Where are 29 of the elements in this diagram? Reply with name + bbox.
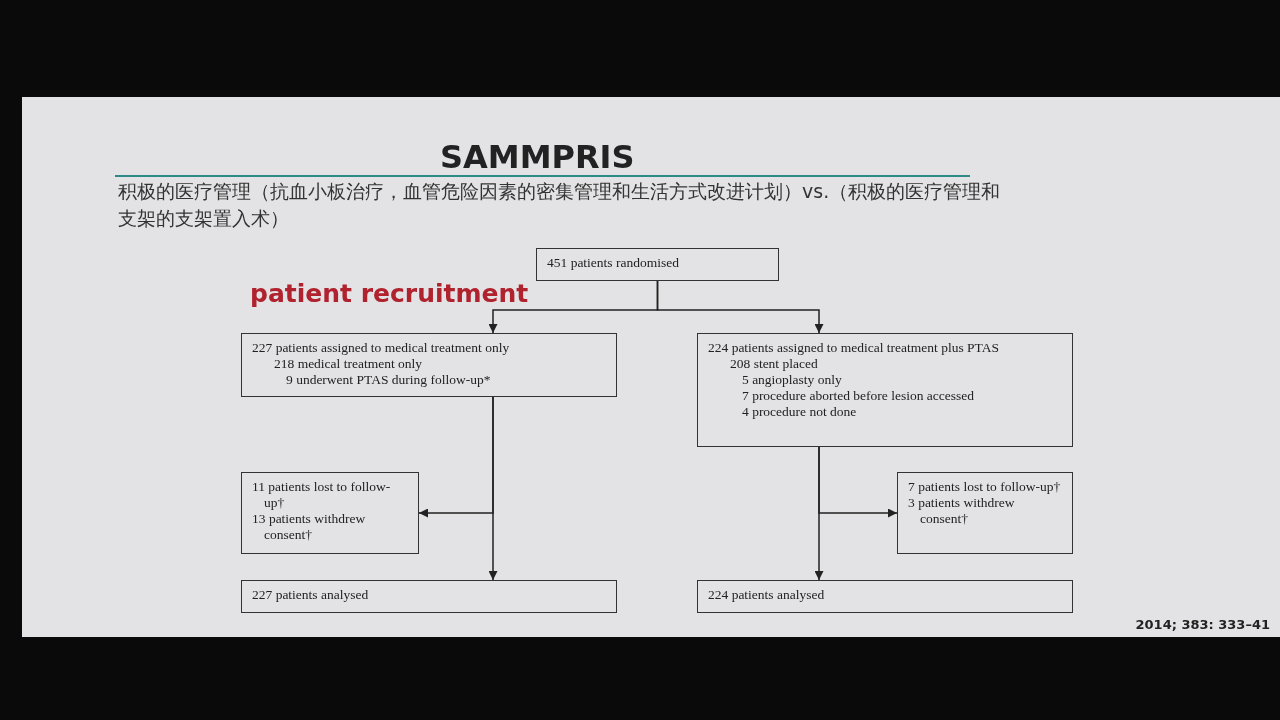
box-heading: 227 patients assigned to medical treatment only [252,340,511,356]
flow-box [241,472,419,554]
arrow [814,446,824,581]
box-line: 3 patients withdrew consent† [908,495,1016,527]
flow-box [697,333,1073,447]
slide-title: SAMMPRIS [440,138,635,176]
box-line: 218 medical treatment only [273,356,424,372]
box-line: 13 patients withdrew consent† [252,511,367,543]
arrow [656,280,824,334]
box-line: 5 angioplasty only [741,372,843,388]
box-heading: 224 patients analysed [708,587,826,603]
box-heading: 7 patients lost to follow-up† [908,479,1062,495]
box-line: 9 underwent PTAS during follow-up* [285,372,492,388]
flow-box [697,580,1073,613]
box-line: 208 stent placed [729,356,819,372]
citation-text: 2014; 383: 333–41 [1135,617,1270,632]
box-heading: 227 patients analysed [252,587,370,603]
box-heading: 224 patients assigned to medical treatment plus PTAS [708,340,1000,356]
box-heading: 451 patients randomised [547,255,680,271]
box-heading: 11 patients lost to follow-up† [252,479,392,511]
box-line: 4 procedure not done [741,404,858,420]
flow-box [241,333,617,397]
arrow [488,396,498,581]
subtitle-text: 积极的医疗管理（抗血小板治疗，血管危险因素的密集管理和生活方式改进计划）vs.（积极的医疗管理和支架的支架置入术） [118,179,1002,231]
flow-box [897,472,1073,554]
section-heading: patient recruitment [250,279,529,308]
flow-box [536,248,779,281]
box-line: 7 procedure aborted before lesion accessed [741,388,975,404]
flow-box [241,580,617,613]
